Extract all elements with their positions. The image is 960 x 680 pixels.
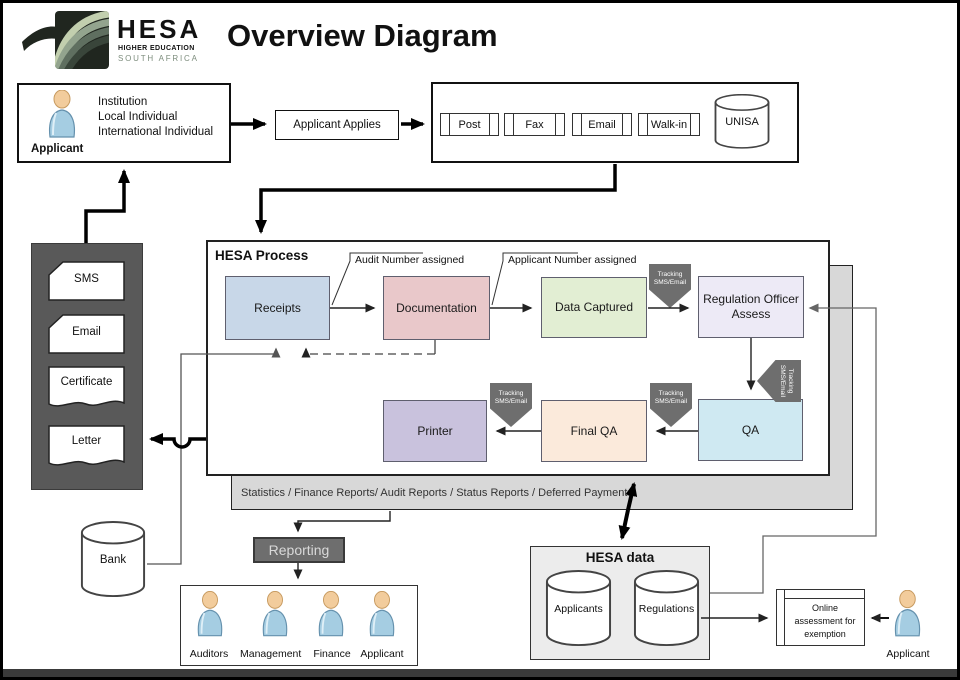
page-title: Overview Diagram <box>227 18 498 53</box>
process-step-final-qa: Final QA <box>541 400 647 462</box>
output-letter-label: Letter <box>71 435 102 447</box>
process-step-documentation: Documentation <box>383 276 490 340</box>
management-person-icon <box>262 591 288 637</box>
arrow-process-to-outputs <box>149 433 206 449</box>
stakeholder-finance-label: Finance <box>313 648 351 660</box>
logo-text-hesa: HESA <box>117 14 202 44</box>
stakeholder-applicant-label: Applicant <box>360 648 404 660</box>
tracking-line1: Tracking <box>658 390 684 397</box>
bank-label: Bank <box>99 554 127 566</box>
tracking-line1: Tracking <box>787 368 794 394</box>
tracking-line1: Tracking <box>498 390 524 397</box>
online-assessment-top-rule <box>785 598 864 599</box>
regulations-database-icon <box>633 570 700 647</box>
sms-card-shape <box>48 261 125 301</box>
finance-person-icon <box>318 591 344 637</box>
logo-text-sub2: SOUTH AFRICA <box>118 54 199 63</box>
hesa-process-title: HESA Process <box>215 248 309 263</box>
tracking-line2: SMS/Email <box>653 279 687 287</box>
auditors-person-icon <box>197 591 223 637</box>
tracking-line2: SMS/Email <box>654 398 688 406</box>
process-step-printer: Printer <box>383 400 487 462</box>
channel-email-label: Email <box>588 118 616 131</box>
stakeholder-management-label: Management <box>240 648 302 660</box>
process-step-qa: QA <box>698 399 803 461</box>
external-applicant-person-icon <box>894 590 921 637</box>
applicant-type-line3: International Individual <box>98 126 214 138</box>
unisa-label: UNISA <box>725 116 759 128</box>
tracking-line2: SMS/Email <box>494 398 528 406</box>
reporting-box: Reporting <box>253 537 345 563</box>
channel-walkin: Walk-in <box>638 113 700 136</box>
unisa-database-icon <box>714 94 770 149</box>
channel-post: Post <box>440 113 499 136</box>
stakeholder-auditors-label: Auditors <box>189 648 229 660</box>
receipts-label: Receipts <box>254 300 301 315</box>
online-assessment-label: Online assessment for exemption <box>794 603 856 640</box>
applicants-db-label: Applicants <box>554 603 603 615</box>
channel-fax-label: Fax <box>525 118 544 131</box>
hesa-logo-icon <box>22 11 109 69</box>
email-card-shape <box>48 314 125 354</box>
reg-officer-label-2: Assess <box>731 307 771 321</box>
applicant-type-line1: Institution <box>98 96 148 108</box>
arrow-channels-to-process <box>255 164 617 234</box>
tracking-line2: SMS/Email <box>778 364 786 398</box>
documentation-label: Documentation <box>396 300 477 315</box>
reg-officer-label-1: Regulation Officer <box>703 292 799 306</box>
applicants-database-icon <box>545 570 612 647</box>
tracking-line1: Tracking <box>657 271 683 278</box>
reporting-label: Reporting <box>268 542 330 558</box>
callout-audit-number: Audit Number assigned <box>355 254 465 266</box>
applicant-source-label: Applicant <box>31 143 84 155</box>
channel-email: Email <box>572 113 632 136</box>
process-step-receipts: Receipts <box>225 276 330 340</box>
output-sms-label: SMS <box>74 273 99 285</box>
applicant-person-icon <box>48 90 76 138</box>
channel-walkin-label: Walk-in <box>650 118 688 131</box>
online-assessment-left-bar <box>784 589 785 646</box>
stats-band-text: Statistics / Finance Reports/ Audit Repo… <box>241 487 633 499</box>
channel-fax: Fax <box>504 113 565 136</box>
external-applicant-label: Applicant <box>886 648 930 660</box>
regulations-db-label: Regulations <box>638 603 695 615</box>
stakeholder-applicant-person-icon <box>369 591 395 637</box>
bank-database-icon <box>80 521 146 598</box>
process-step-regulation-officer: Regulation Officer Assess <box>698 276 804 338</box>
bottom-bar <box>3 669 957 677</box>
qa-label: QA <box>741 422 760 437</box>
applicant-applies-label: Applicant Applies <box>293 119 381 131</box>
data-captured-label: Data Captured <box>554 300 634 314</box>
printer-label: Printer <box>417 423 453 438</box>
applicant-applies-box: Applicant Applies <box>275 110 399 140</box>
logo-text-sub1: HIGHER EDUCATION <box>118 45 195 52</box>
letter-document-shape <box>48 425 125 466</box>
arrow-process-to-hesadata-down <box>618 509 631 540</box>
arrow-outputs-to-applicant <box>84 169 130 243</box>
arrow-band-to-reporting <box>293 511 391 533</box>
certificate-document-shape <box>48 366 125 407</box>
output-email-label: Email <box>72 326 101 338</box>
channel-post-label: Post <box>458 118 481 131</box>
final-qa-label: Final QA <box>570 423 618 438</box>
callout-applicant-number: Applicant Number assigned <box>508 254 637 266</box>
hesa-data-title: HESA data <box>585 550 655 565</box>
applicant-type-line2: Local Individual <box>98 111 178 123</box>
output-certificate-label: Certificate <box>60 376 113 388</box>
process-step-data-captured: Data Captured <box>541 277 647 338</box>
